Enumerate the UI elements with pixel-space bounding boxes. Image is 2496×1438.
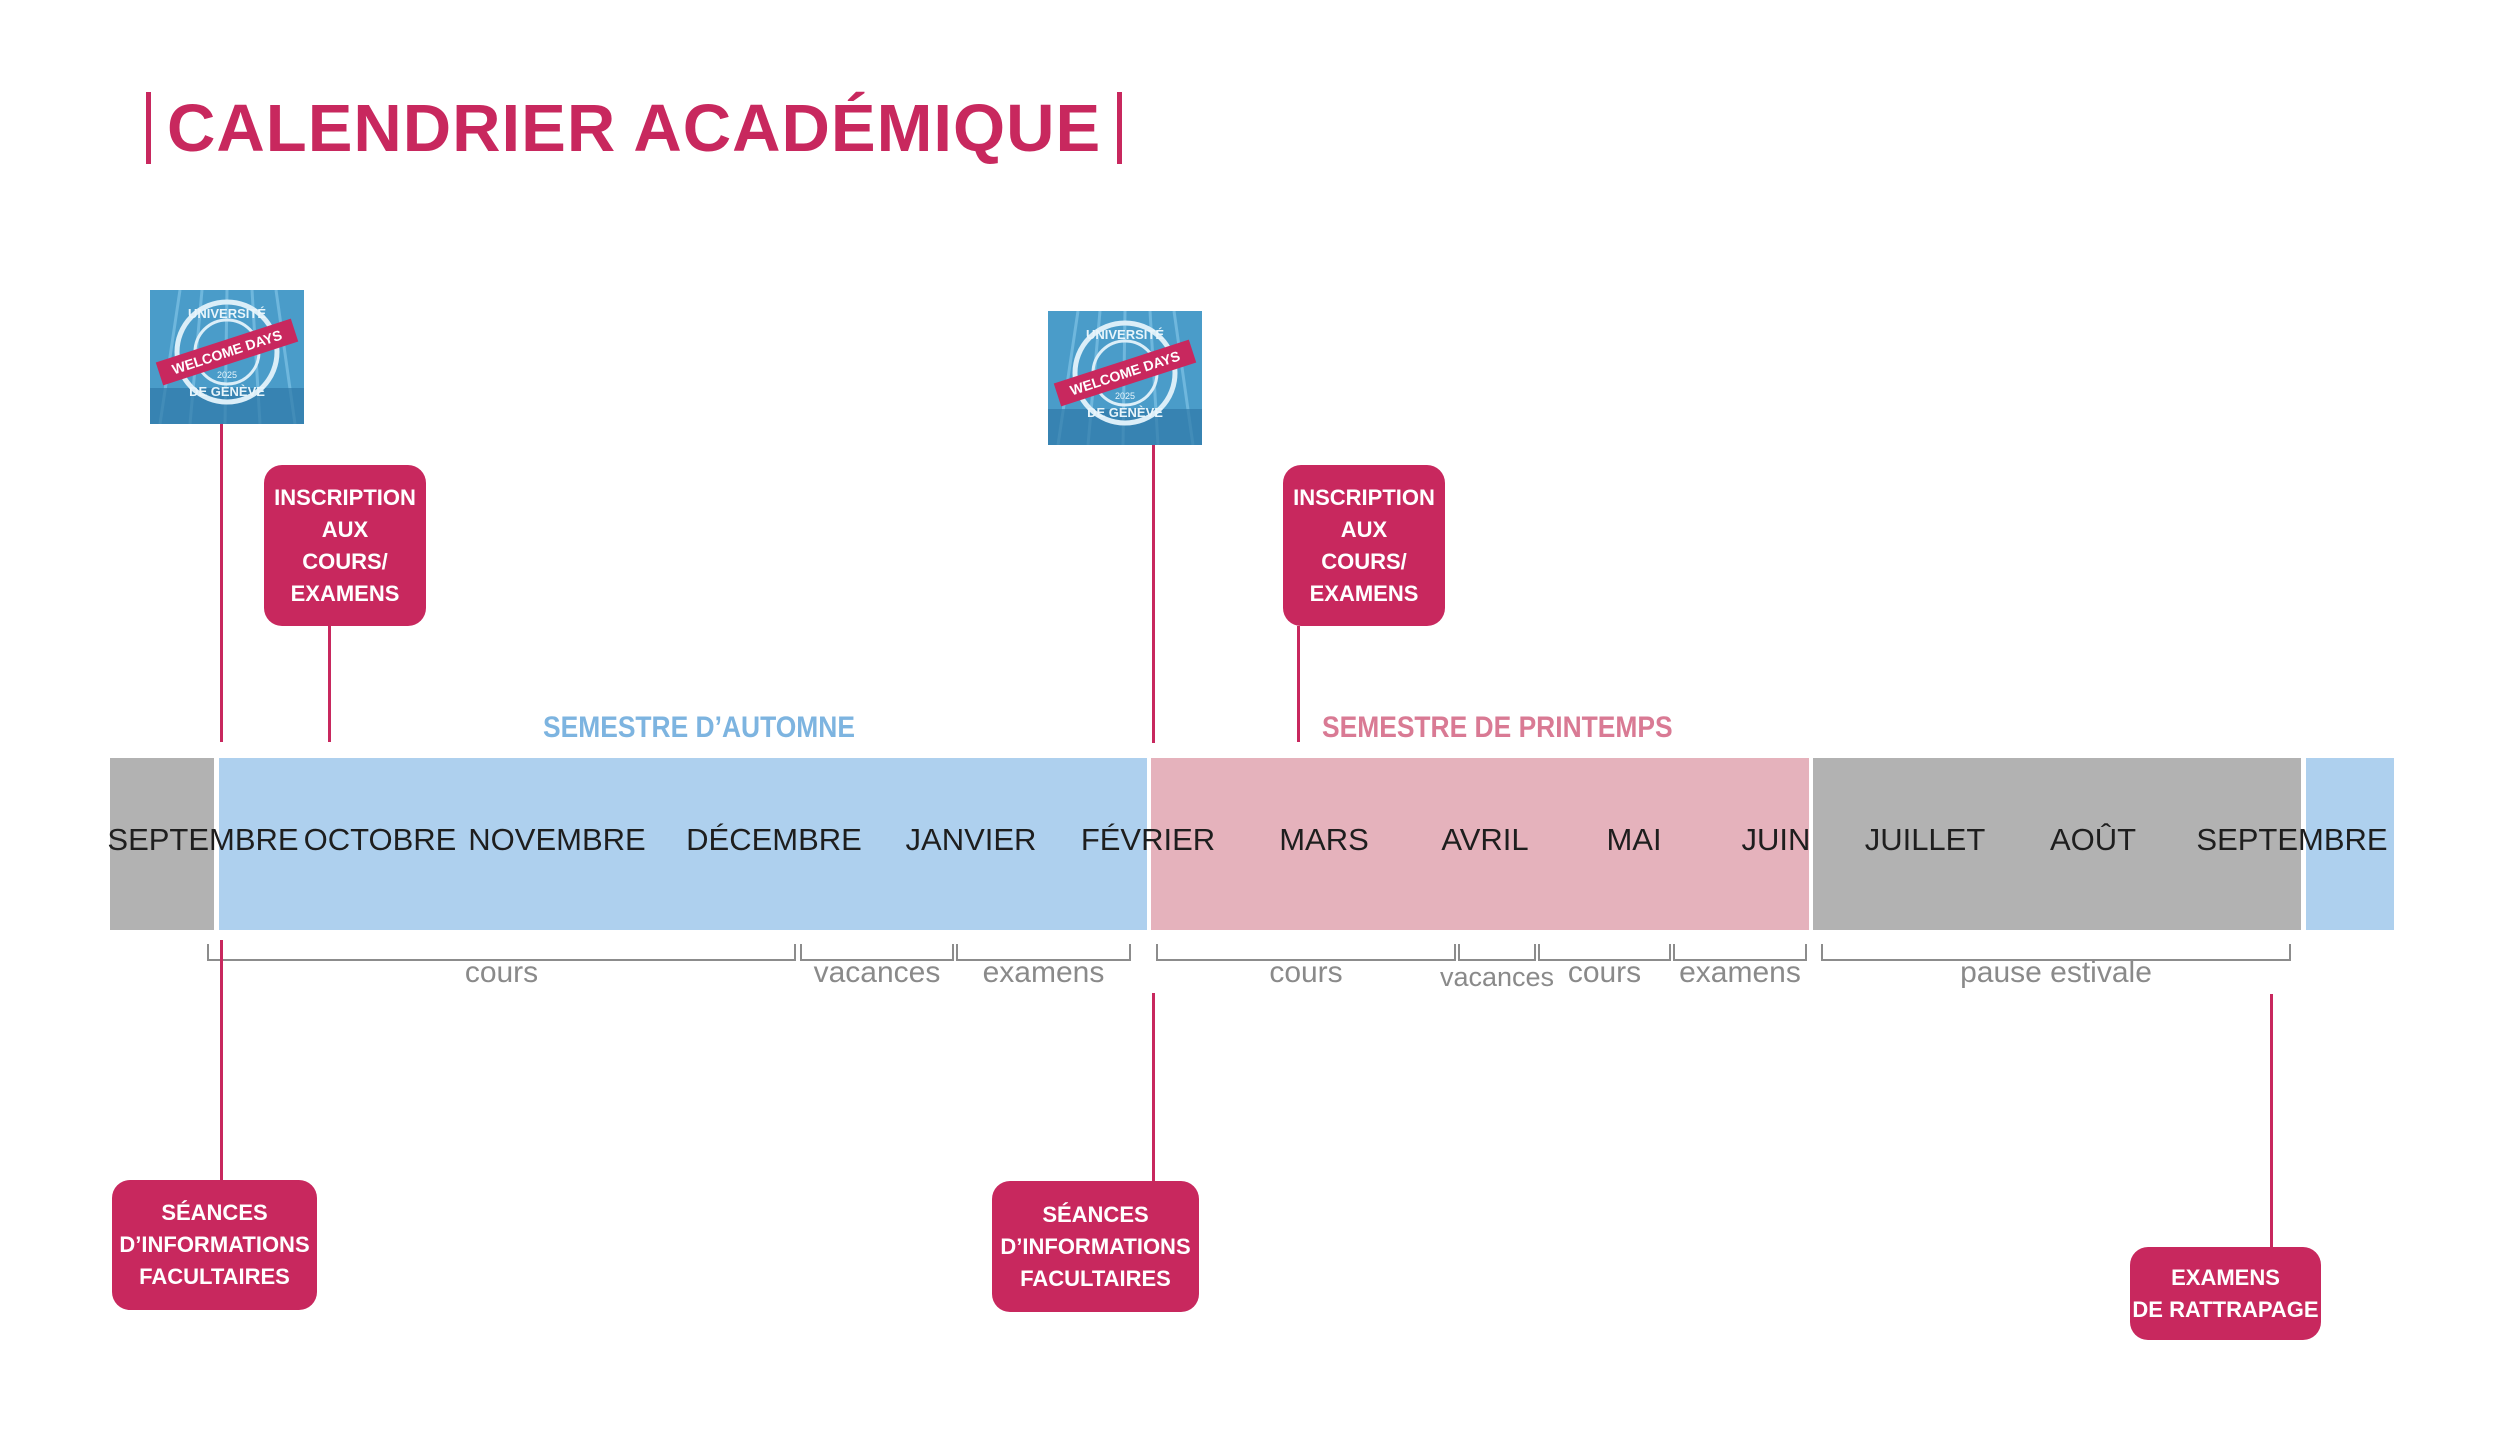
line-welcome-spring (1152, 445, 1155, 743)
phase-label: cours (1567, 956, 1642, 989)
inscription-box-autumn: INSCRIPTION AUX COURS/ EXAMENS (264, 465, 426, 626)
month-label: SEPTEMBRE (2196, 822, 2388, 857)
month-label: SEPTEMBRE (107, 822, 299, 857)
badge-center-text: 2025 (1115, 391, 1135, 401)
month-label: DÉCEMBRE (686, 822, 862, 857)
month-label: OCTOBRE (303, 822, 457, 857)
band-spring-semester (1151, 758, 1809, 930)
badge-ring-top-text: UNIVERSITÉ (1086, 327, 1164, 342)
band-autumn-semester (219, 758, 1147, 930)
line-seances-spring (1152, 993, 1155, 1181)
month-label: JANVIER (905, 822, 1037, 857)
seances-box-spring: SÉANCES D’INFORMATIONS FACULTAIRES (992, 1181, 1199, 1312)
phase-label: cours (464, 956, 539, 989)
badge-ring-top-text: UNIVERSITÉ (188, 306, 266, 321)
seances-box-autumn: SÉANCES D’INFORMATIONS FACULTAIRES (112, 1180, 317, 1310)
month-label: AOÛT (2049, 822, 2137, 857)
band-september-start (110, 758, 214, 930)
page-title: CALENDRIER ACADÉMIQUE (146, 78, 1123, 178)
title-right-bar (1117, 92, 1123, 164)
line-rattrapage (2270, 994, 2273, 1248)
welcome-days-badge-autumn: UNIVERSITÉ DE GENÈVE 2025 WELCOME DAYS (150, 290, 304, 424)
line-welcome-autumn (220, 424, 223, 742)
line-inscription-autumn (328, 626, 331, 742)
phase-label: examens (1679, 956, 1801, 989)
month-label: MARS (1279, 822, 1369, 857)
month-label: JUILLET (1864, 822, 1986, 857)
welcome-days-badge-spring: UNIVERSITÉ DE GENÈVE 2025 WELCOME DAYS (1048, 311, 1202, 445)
title-text: CALENDRIER ACADÉMIQUE (167, 90, 1102, 166)
semester-spring-label: SEMESTRE DE PRINTEMPS (1322, 711, 1673, 744)
inscription-box-spring: INSCRIPTION AUX COURS/ EXAMENS (1283, 465, 1445, 626)
phase-label: cours (1269, 956, 1343, 989)
month-label: FÉVRIER (1080, 822, 1216, 857)
line-inscription-spring (1297, 626, 1300, 742)
phase-label: examens (982, 956, 1105, 989)
band-next-autumn (2306, 758, 2394, 930)
phase-label: pause estivale (1960, 956, 2152, 989)
month-label: AVRIL (1441, 822, 1529, 857)
phase-label: vacances (1439, 962, 1555, 992)
line-seances-autumn (220, 940, 223, 1180)
month-label: JUIN (1741, 822, 1811, 857)
month-label: NOVEMBRE (468, 822, 646, 857)
badge-center-text: 2025 (217, 370, 237, 380)
title-left-bar (146, 92, 151, 164)
semester-autumn-label: SEMESTRE D’AUTOMNE (543, 711, 855, 744)
month-label: MAI (1606, 822, 1662, 857)
phase-label: vacances (813, 956, 941, 989)
badge-ring-bottom-text: DE GENÈVE (189, 384, 265, 399)
rattrapage-box: EXAMENS DE RATTRAPAGE (2130, 1247, 2321, 1340)
badge-ring-bottom-text: DE GENÈVE (1087, 405, 1163, 420)
band-summer-break (1813, 758, 2301, 930)
